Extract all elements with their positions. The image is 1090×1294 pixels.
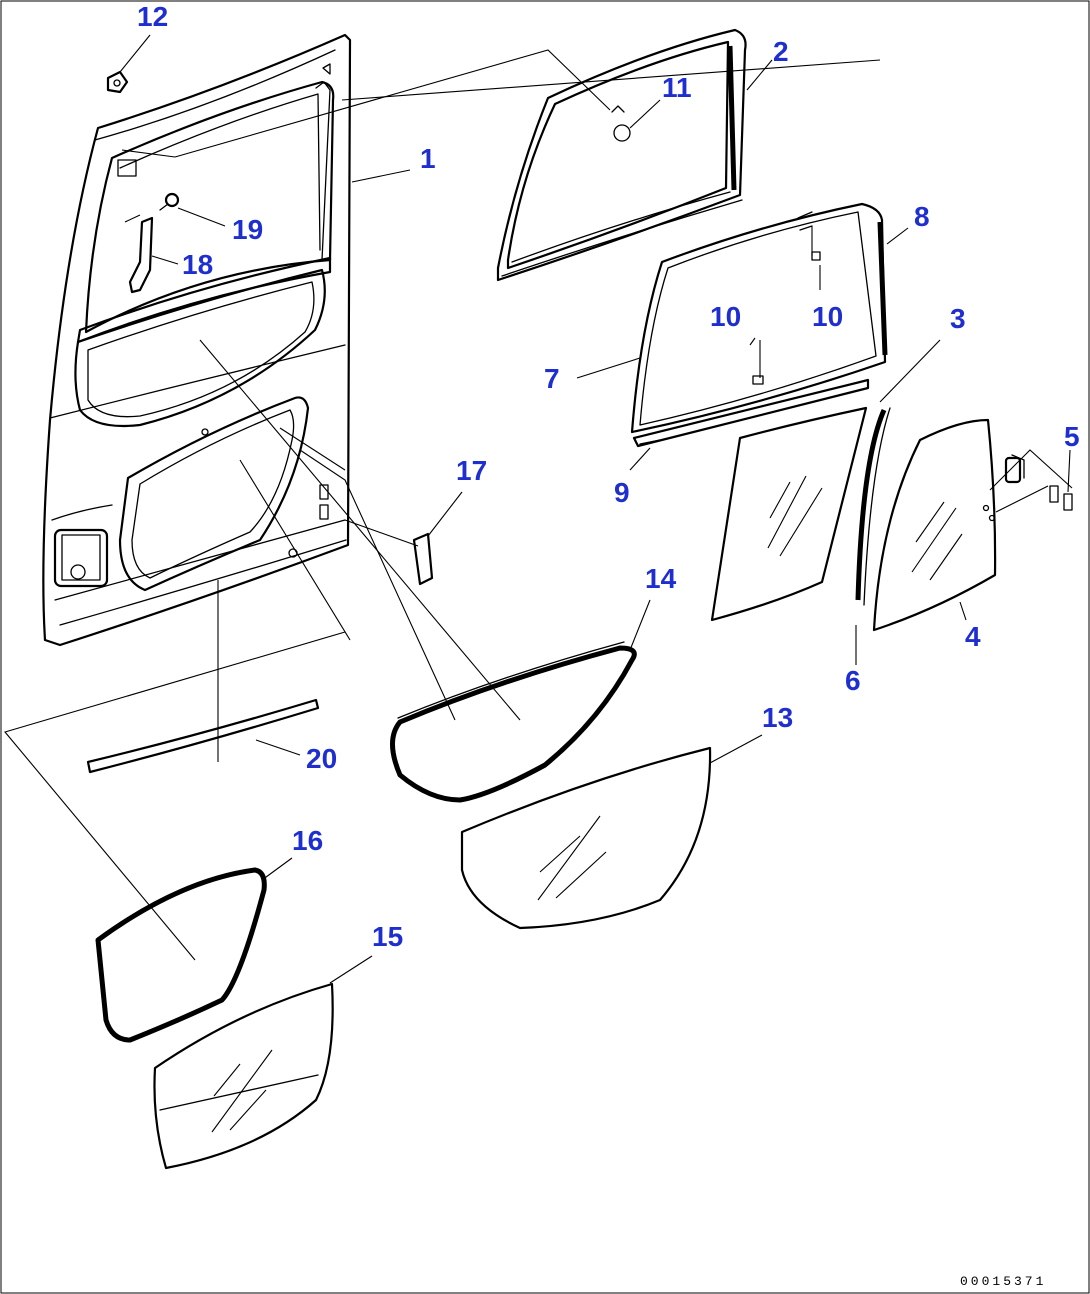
callout-6: 6	[845, 665, 861, 696]
callout-3: 3	[950, 303, 966, 334]
callout-12: 12	[137, 1, 168, 32]
part-10-clip-b	[811, 251, 821, 261]
part-17-catch	[412, 532, 434, 586]
projection-lines	[4, 49, 1073, 961]
callout-leaders	[119, 34, 1071, 984]
drawing-id: 00015371	[960, 1274, 1046, 1289]
callout-10a: 10	[710, 301, 741, 332]
callout-4: 4	[965, 621, 981, 652]
callout-1: 1	[420, 143, 436, 174]
part-10-clip-a	[752, 375, 764, 385]
callout-2: 2	[773, 36, 789, 67]
callout-7: 7	[544, 363, 560, 394]
callout-9: 9	[614, 477, 630, 508]
part-8-seal	[797, 211, 888, 356]
callout-8: 8	[914, 201, 930, 232]
part-5-latch	[1004, 454, 1073, 511]
callout-11: 11	[662, 72, 692, 103]
part-9-strip	[632, 378, 870, 448]
callout-10b: 10	[812, 301, 843, 332]
part-15-glass	[153, 982, 334, 1170]
part-2-upper-glass	[496, 28, 747, 282]
part-4-rear-glass	[872, 418, 997, 632]
callout-17: 17	[456, 455, 487, 486]
part-11-bolt	[611, 105, 631, 142]
callout-5: 5	[1064, 421, 1080, 452]
part-19-knob	[159, 192, 180, 211]
part-13-lower-glass	[460, 746, 712, 930]
part-20-strip	[86, 698, 320, 774]
callout-14: 14	[645, 563, 677, 594]
part-7-middle-glass	[630, 202, 887, 434]
callout-15: 15	[372, 921, 403, 952]
callout-16: 16	[292, 825, 323, 856]
callout-18: 18	[182, 249, 213, 280]
callout-labels: 1 2 3 4 5 6 7 8 9 10 10 11 12 13 14 15 1…	[137, 1, 1080, 952]
part-6-weatherstrip	[855, 407, 891, 606]
part-12-nut	[106, 70, 129, 94]
callout-19: 19	[232, 214, 263, 245]
part-3-side-glass	[710, 406, 868, 622]
part-14-seal	[390, 641, 637, 803]
part-1-door-frame	[42, 33, 352, 647]
part-18-stay	[128, 216, 154, 294]
callout-13: 13	[762, 702, 793, 733]
callout-20: 20	[306, 743, 337, 774]
part-16-seal	[95, 867, 267, 1043]
